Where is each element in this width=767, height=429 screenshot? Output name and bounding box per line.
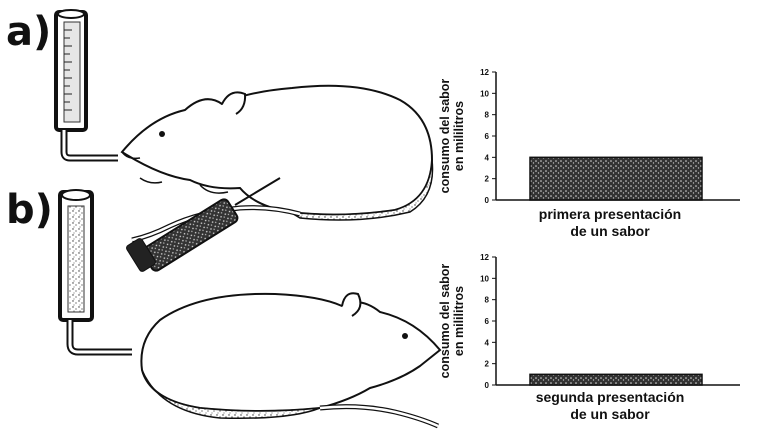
x-axis-caption: primera presentación de un sabor (510, 206, 710, 240)
y-tick-label: 12 (480, 68, 489, 77)
bar-chart-svg: 0 2 4 6 8 10 12 (440, 247, 760, 393)
y-tick-label: 0 (485, 381, 490, 390)
water-bottle-a (56, 10, 118, 158)
y-tick-label: 4 (485, 153, 490, 162)
y-tick-label: 10 (480, 274, 489, 283)
bar-chart-svg: 0 2 4 6 8 10 12 (440, 60, 760, 210)
y-tick-label: 12 (480, 253, 489, 262)
rat-a (122, 86, 433, 240)
y-tick-label: 8 (485, 296, 490, 305)
bar (530, 374, 702, 385)
y-tick-label: 6 (485, 132, 490, 141)
y-tick-label: 8 (485, 111, 490, 120)
y-tick-label: 6 (485, 317, 490, 326)
water-bottle-b (60, 190, 132, 352)
x-axis-caption: segunda presentación de un sabor (510, 389, 710, 423)
y-tick-label: 0 (485, 196, 490, 205)
syringe (125, 178, 280, 273)
y-tick-label: 2 (485, 360, 490, 369)
y-tick-label: 10 (480, 89, 489, 98)
y-tick-label: 4 (485, 338, 490, 347)
bar (530, 157, 702, 200)
y-tick-label: 2 (485, 175, 490, 184)
rat-b (141, 293, 440, 426)
